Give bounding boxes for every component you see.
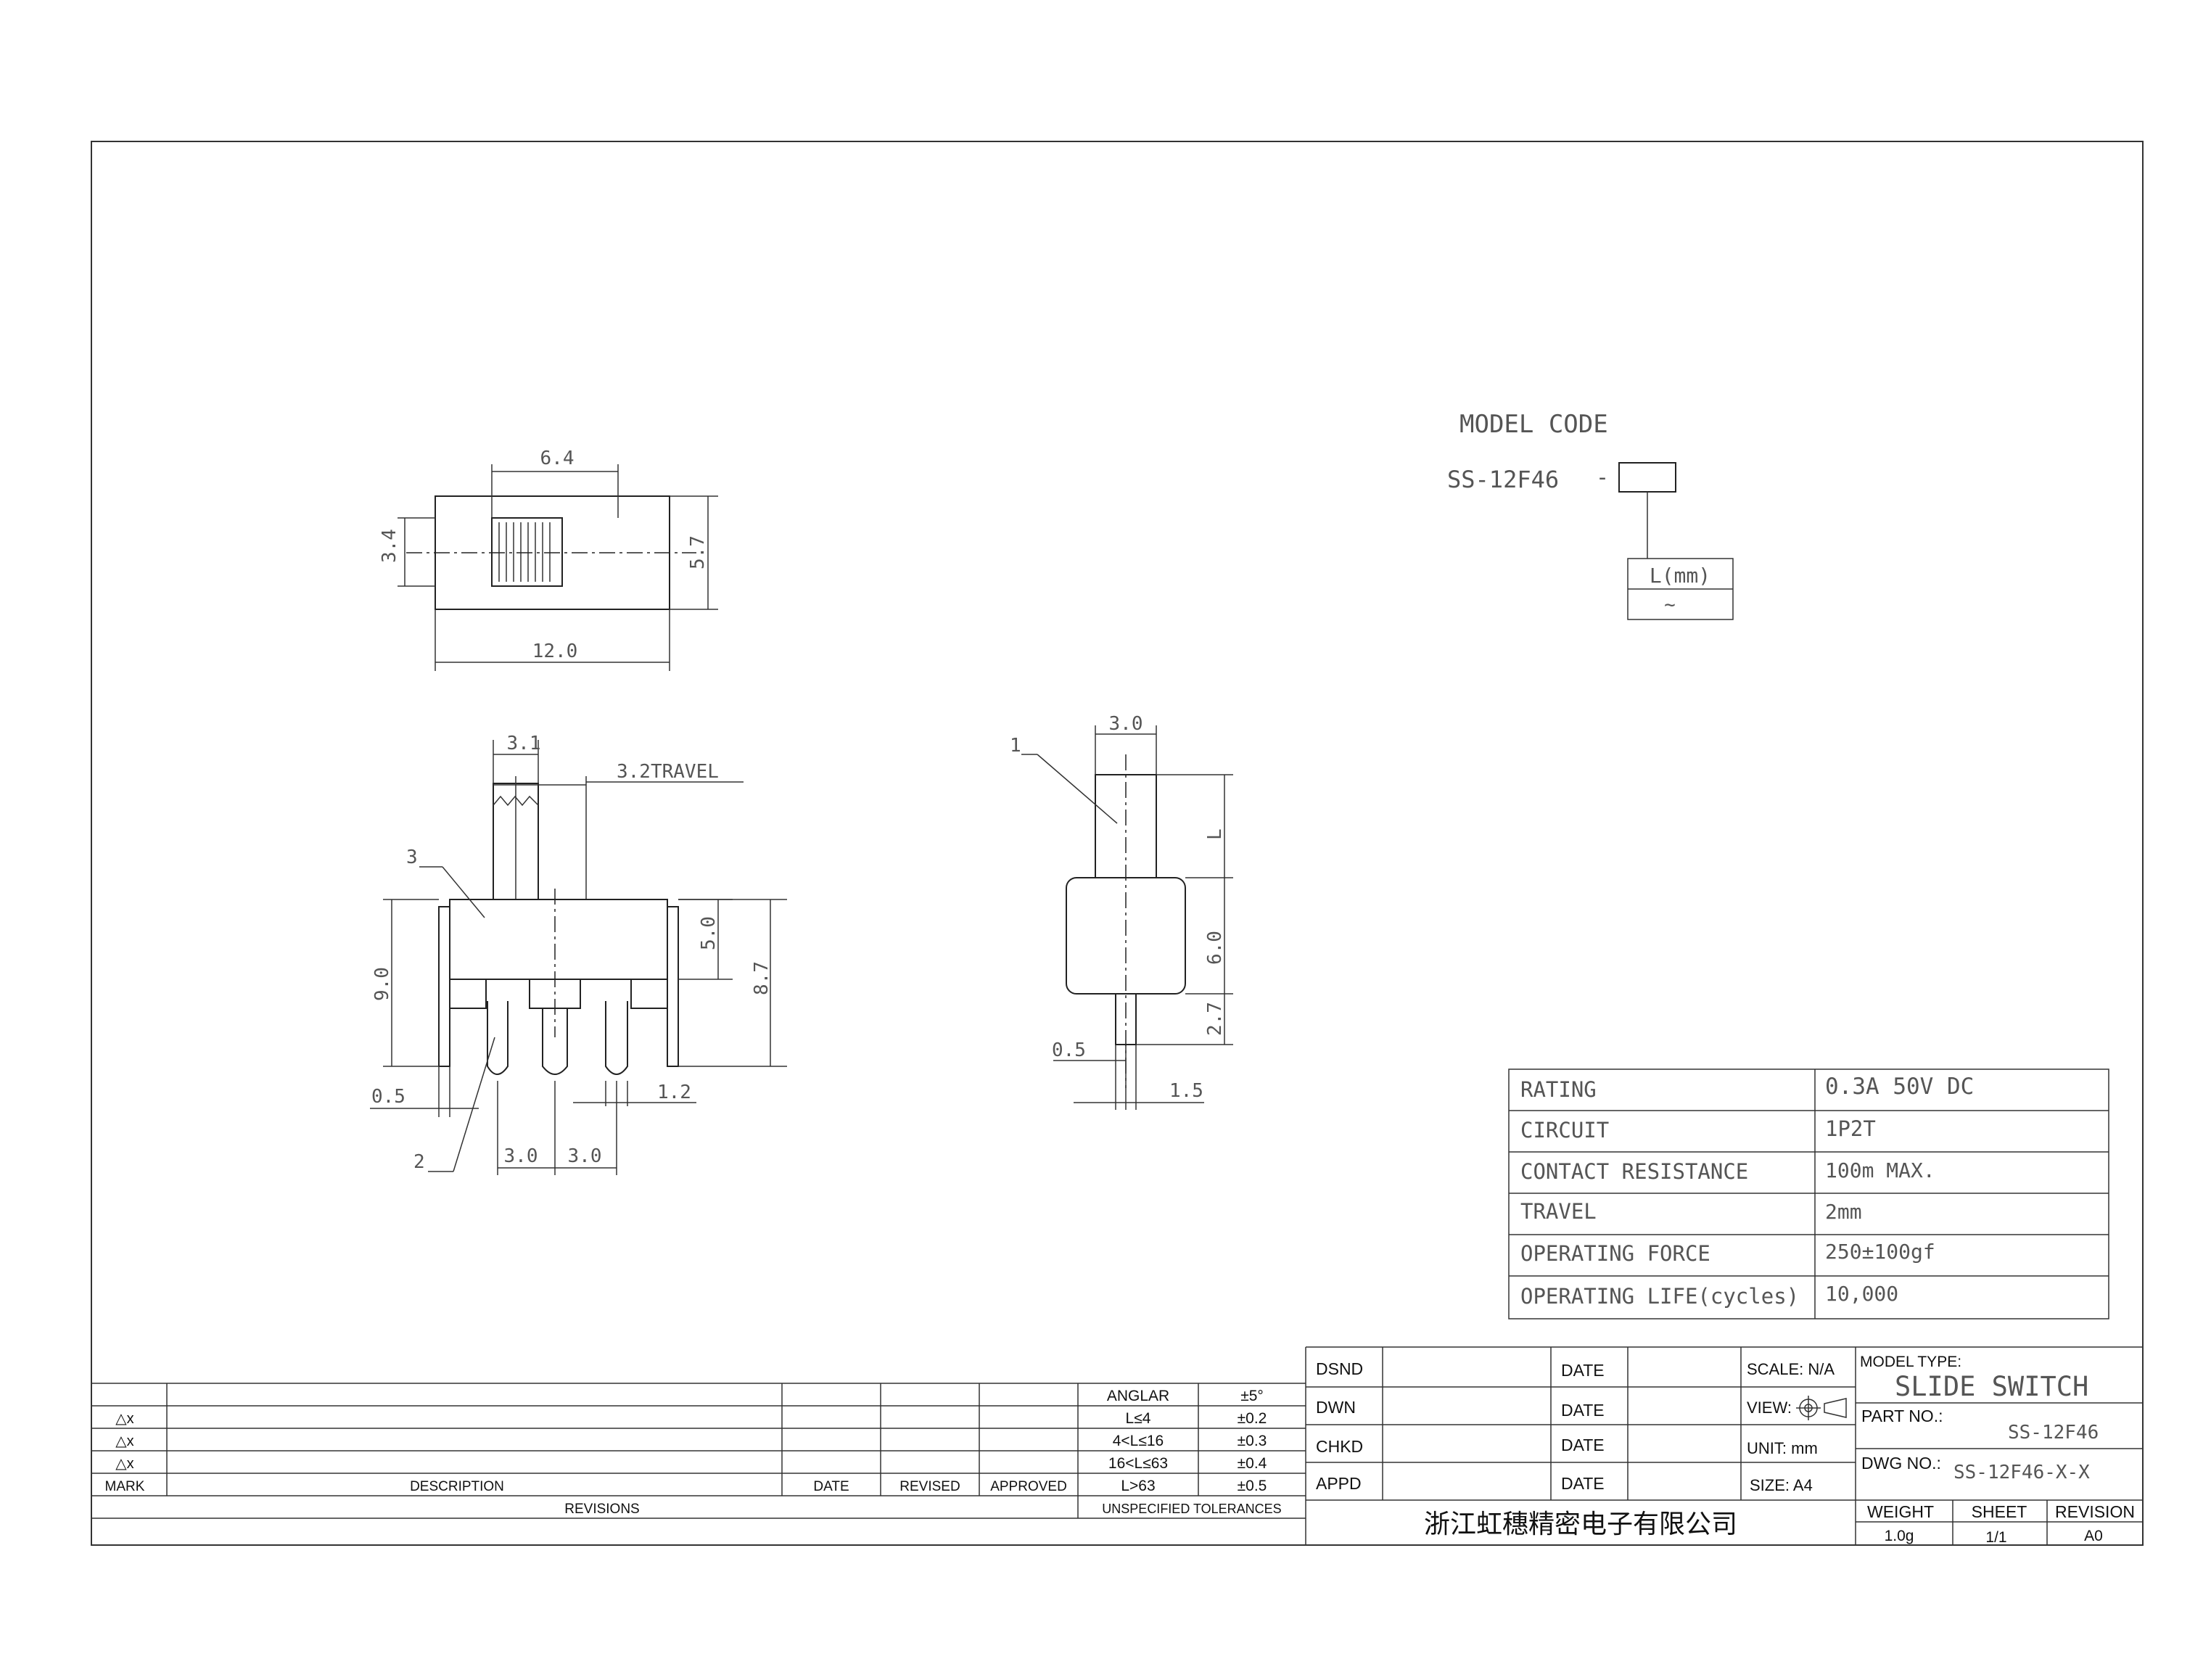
revisions-table: △x △x △x MARK DESCRIPTION DATE REVISED A… (91, 1347, 1306, 1545)
spec-value: 0.3A 50V DC (1825, 1074, 1974, 1100)
weight-value: 1.0g (1885, 1528, 1914, 1544)
model-type-label: MODEL TYPE: (1860, 1354, 1961, 1370)
spec-value: 10,000 (1825, 1282, 1898, 1306)
weight-label: WEIGHT (1867, 1502, 1934, 1521)
tolerance-range: L≤4 (1126, 1410, 1151, 1427)
tolerance-range: 16<L≤63 (1108, 1455, 1168, 1472)
approval-role: DWN (1316, 1398, 1356, 1417)
approval-date-label: DATE (1561, 1436, 1605, 1454)
dim-body-height: 5.7 (687, 535, 709, 569)
length-label: L(mm) (1650, 564, 1710, 588)
tolerance-value: ±0.2 (1238, 1410, 1267, 1427)
callout-2: 2 (413, 1151, 425, 1173)
revision-label: REVISION (2055, 1502, 2135, 1521)
spec-value: 2mm (1825, 1200, 1862, 1224)
model-code-number: SS-12F46 (1447, 466, 1559, 493)
model-type: SLIDE SWITCH (1895, 1371, 2088, 1402)
model-code-box (1618, 462, 1676, 493)
revisions-footer: REVISIONS (564, 1502, 639, 1517)
spec-label: OPERATING FORCE (1520, 1241, 1710, 1266)
dim-pitch-1: 3.0 (504, 1145, 538, 1167)
part-no: SS-12F46 (2008, 1422, 2099, 1444)
view-label: VIEW: (1747, 1399, 1792, 1417)
sheet-value: 1/1 (1985, 1529, 2006, 1546)
spec-value: 1P2T (1825, 1116, 1876, 1141)
approval-role: CHKD (1316, 1437, 1363, 1456)
revision-mark: △x (115, 1411, 133, 1427)
dwg-no-label: DWG NO.: (1861, 1454, 1941, 1473)
approval-date-label: DATE (1561, 1474, 1605, 1493)
spec-label: TRAVEL (1520, 1199, 1597, 1224)
tolerance-value: ±0.3 (1238, 1433, 1267, 1449)
spec-label: RATING (1520, 1077, 1597, 1102)
spec-label: CONTACT RESISTANCE (1520, 1159, 1748, 1184)
drawing-frame (91, 141, 2144, 1546)
spec-value: 250±100gf (1825, 1240, 1935, 1264)
tolerances-footer: UNSPECIFIED TOLERANCES (1102, 1502, 1281, 1516)
callout-3: 3 (406, 847, 418, 868)
title-block: MODEL TYPE: SLIDE SWITCH PART NO.: SS-12… (1856, 1354, 2143, 1546)
approval-date-label: DATE (1561, 1361, 1605, 1380)
tolerance-value: ±0.4 (1238, 1455, 1267, 1472)
revision-mark: △x (115, 1433, 133, 1449)
tolerance-header-label: ANGLAR (1107, 1388, 1169, 1404)
header-mark: MARK (105, 1479, 145, 1494)
company-name: 浙江虹穗精密电子有限公司 (1424, 1509, 1737, 1539)
callout-1: 1 (1010, 735, 1021, 757)
dim-travel: 3.2TRAVEL (617, 761, 719, 783)
tolerance-value: ±0.5 (1238, 1478, 1267, 1494)
spec-label: OPERATING LIFE(cycles) (1520, 1284, 1799, 1309)
model-code-dash: - (1596, 465, 1609, 490)
dim-slider-width: 6.4 (540, 448, 575, 469)
unit-label: UNIT: mm (1747, 1439, 1818, 1457)
length-value: ~ (1664, 594, 1676, 616)
tolerance-header-value: ±5° (1240, 1388, 1264, 1404)
approvals-table: DSND DATE SCALE: N/A DWN DATE VIEW: CHKD… (1306, 1346, 2143, 1545)
dim-tab-width: 0.5 (371, 1086, 405, 1108)
spec-table: RATING 0.3A 50V DC CIRCUIT 1P2T CONTACT … (1508, 1068, 2109, 1319)
dim-actuator: 3.1 (507, 733, 541, 754)
dim-height-body: 5.0 (698, 916, 720, 950)
spec-value: 100m MAX. (1825, 1158, 1935, 1182)
revision-value: A0 (2084, 1528, 2103, 1544)
side-view: 3.0 1 L 6.0 2.7 0.5 1.5 (1010, 713, 1233, 1110)
header-approved: APPROVED (990, 1479, 1067, 1494)
dim-side-length: L (1204, 828, 1226, 840)
spec-label: CIRCUIT (1520, 1118, 1609, 1142)
approval-role: APPD (1316, 1474, 1362, 1493)
projection-symbol-icon (1796, 1396, 1847, 1420)
dim-side-pin-spacing: 1.5 (1169, 1080, 1203, 1102)
size-label: SIZE: A4 (1750, 1476, 1813, 1494)
dim-height-total: 9.0 (371, 967, 393, 1001)
approval-role: DSND (1316, 1359, 1363, 1378)
approval-date-label: DATE (1561, 1401, 1605, 1420)
revision-mark: △x (115, 1456, 133, 1472)
model-code-title: MODEL CODE (1459, 410, 1608, 439)
top-view: 6.4 12.0 3.4 5.7 (379, 448, 718, 671)
front-view: 3.1 3.2TRAVEL 3 9.0 5.0 8.7 0.5 1.2 2 3.… (370, 733, 787, 1175)
dim-side-pin-thickness: 0.5 (1052, 1039, 1086, 1061)
scale-label: SCALE: N/A (1747, 1360, 1835, 1378)
tolerance-range: L>63 (1121, 1478, 1155, 1494)
part-no-label: PART NO.: (1861, 1407, 1943, 1425)
dim-pin-width: 1.2 (657, 1082, 691, 1103)
dim-side-body: 6.0 (1204, 931, 1226, 965)
header-revised: REVISED (899, 1479, 960, 1494)
model-code-block: MODEL CODE SS-12F46 - L(mm) ~ (1447, 410, 1734, 620)
dim-slider-height: 3.4 (379, 529, 400, 563)
dim-side-pin-length: 2.7 (1204, 1002, 1226, 1036)
dim-total-length: 12.0 (532, 641, 578, 662)
dwg-no: SS-12F46-X-X (1953, 1462, 2090, 1483)
header-description: DESCRIPTION (410, 1479, 504, 1494)
tolerance-range: 4<L≤16 (1113, 1433, 1164, 1449)
dim-side-actuator: 3.0 (1109, 713, 1143, 735)
header-date: DATE (813, 1479, 849, 1494)
dim-pitch-2: 3.0 (568, 1145, 602, 1167)
sheet-label: SHEET (1972, 1502, 2027, 1521)
dim-height-overall: 8.7 (751, 961, 773, 995)
